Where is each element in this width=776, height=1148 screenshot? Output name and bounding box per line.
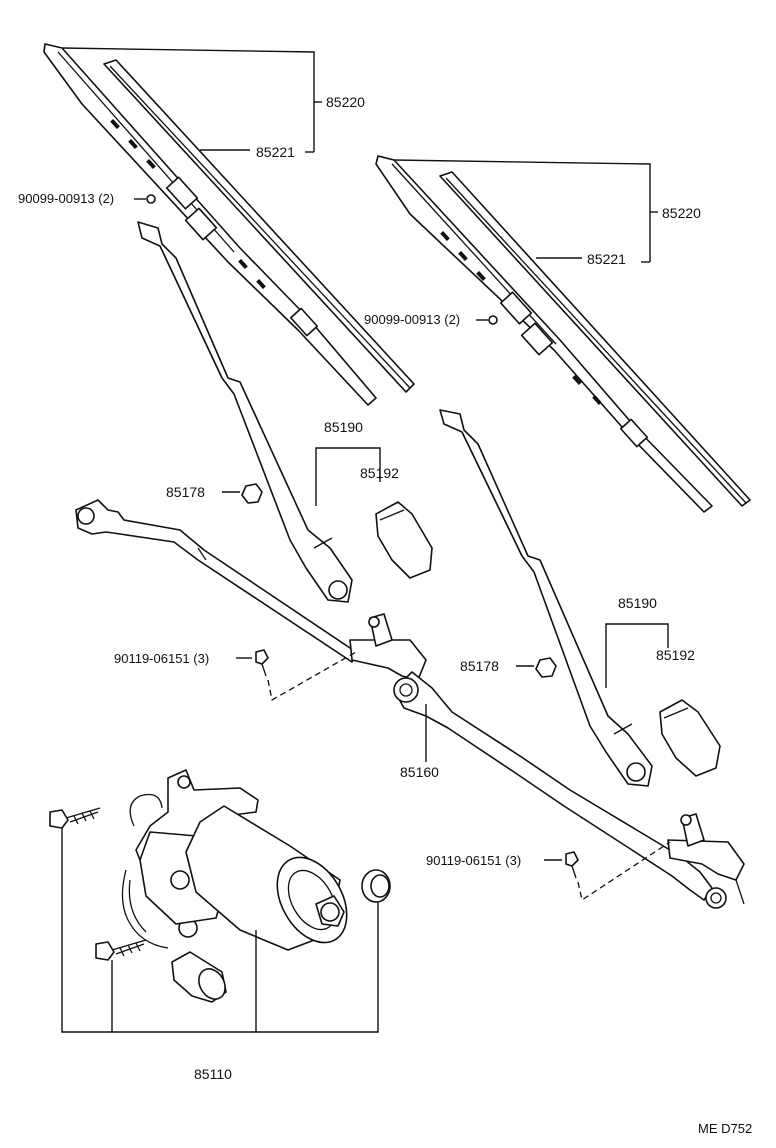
left-blade-leaders (61, 47, 322, 153)
left-blade-screw (134, 194, 156, 204)
label-blade-insert-left: 85221 (256, 144, 295, 160)
right-wiper-arm (439, 409, 653, 787)
label-blade-insert-right: 85221 (587, 251, 626, 267)
left-arm-cap (375, 501, 433, 579)
right-blade-screw (476, 315, 498, 325)
right-blade-leaders (393, 159, 658, 263)
label-motor: 85110 (194, 1066, 232, 1082)
right-arm-cap (659, 699, 721, 777)
wiper-motor (121, 769, 348, 1003)
label-bolt-link-right: 90119-06151 (3) (426, 853, 521, 868)
label-cap-right: 85192 (656, 647, 695, 663)
label-link: 85160 (400, 764, 439, 780)
motor-screw-lower (95, 939, 147, 961)
label-nut-right: 85178 (460, 658, 499, 674)
motor-grommet (361, 869, 391, 903)
left-arm-leader (315, 447, 381, 506)
right-arm-leader (605, 623, 669, 688)
left-link-bolt (236, 649, 357, 702)
motor-screw-upper (49, 807, 101, 829)
label-blade-assy-left: 85220 (326, 94, 365, 110)
wiper-link-assembly (75, 499, 745, 909)
label-nut-left: 85178 (166, 484, 205, 500)
label-screw-right: 90099-00913 (2) (364, 312, 460, 327)
right-wiper-blade (375, 155, 751, 513)
left-wiper-blade (43, 43, 415, 406)
label-blade-assy-right: 85220 (662, 205, 701, 221)
left-arm-nut (222, 483, 263, 504)
label-arm-right: 85190 (618, 595, 657, 611)
label-bolt-link-left: 90119-06151 (3) (114, 651, 209, 666)
diagram-code: ME D752 (698, 1121, 752, 1136)
label-cap-left: 85192 (360, 465, 399, 481)
left-wiper-arm (137, 221, 353, 603)
right-link-bolt (544, 841, 671, 902)
motor-leaders (61, 828, 379, 1033)
label-screw-left: 90099-00913 (2) (18, 191, 114, 206)
right-arm-nut (516, 657, 557, 678)
label-arm-left: 85190 (324, 419, 363, 435)
